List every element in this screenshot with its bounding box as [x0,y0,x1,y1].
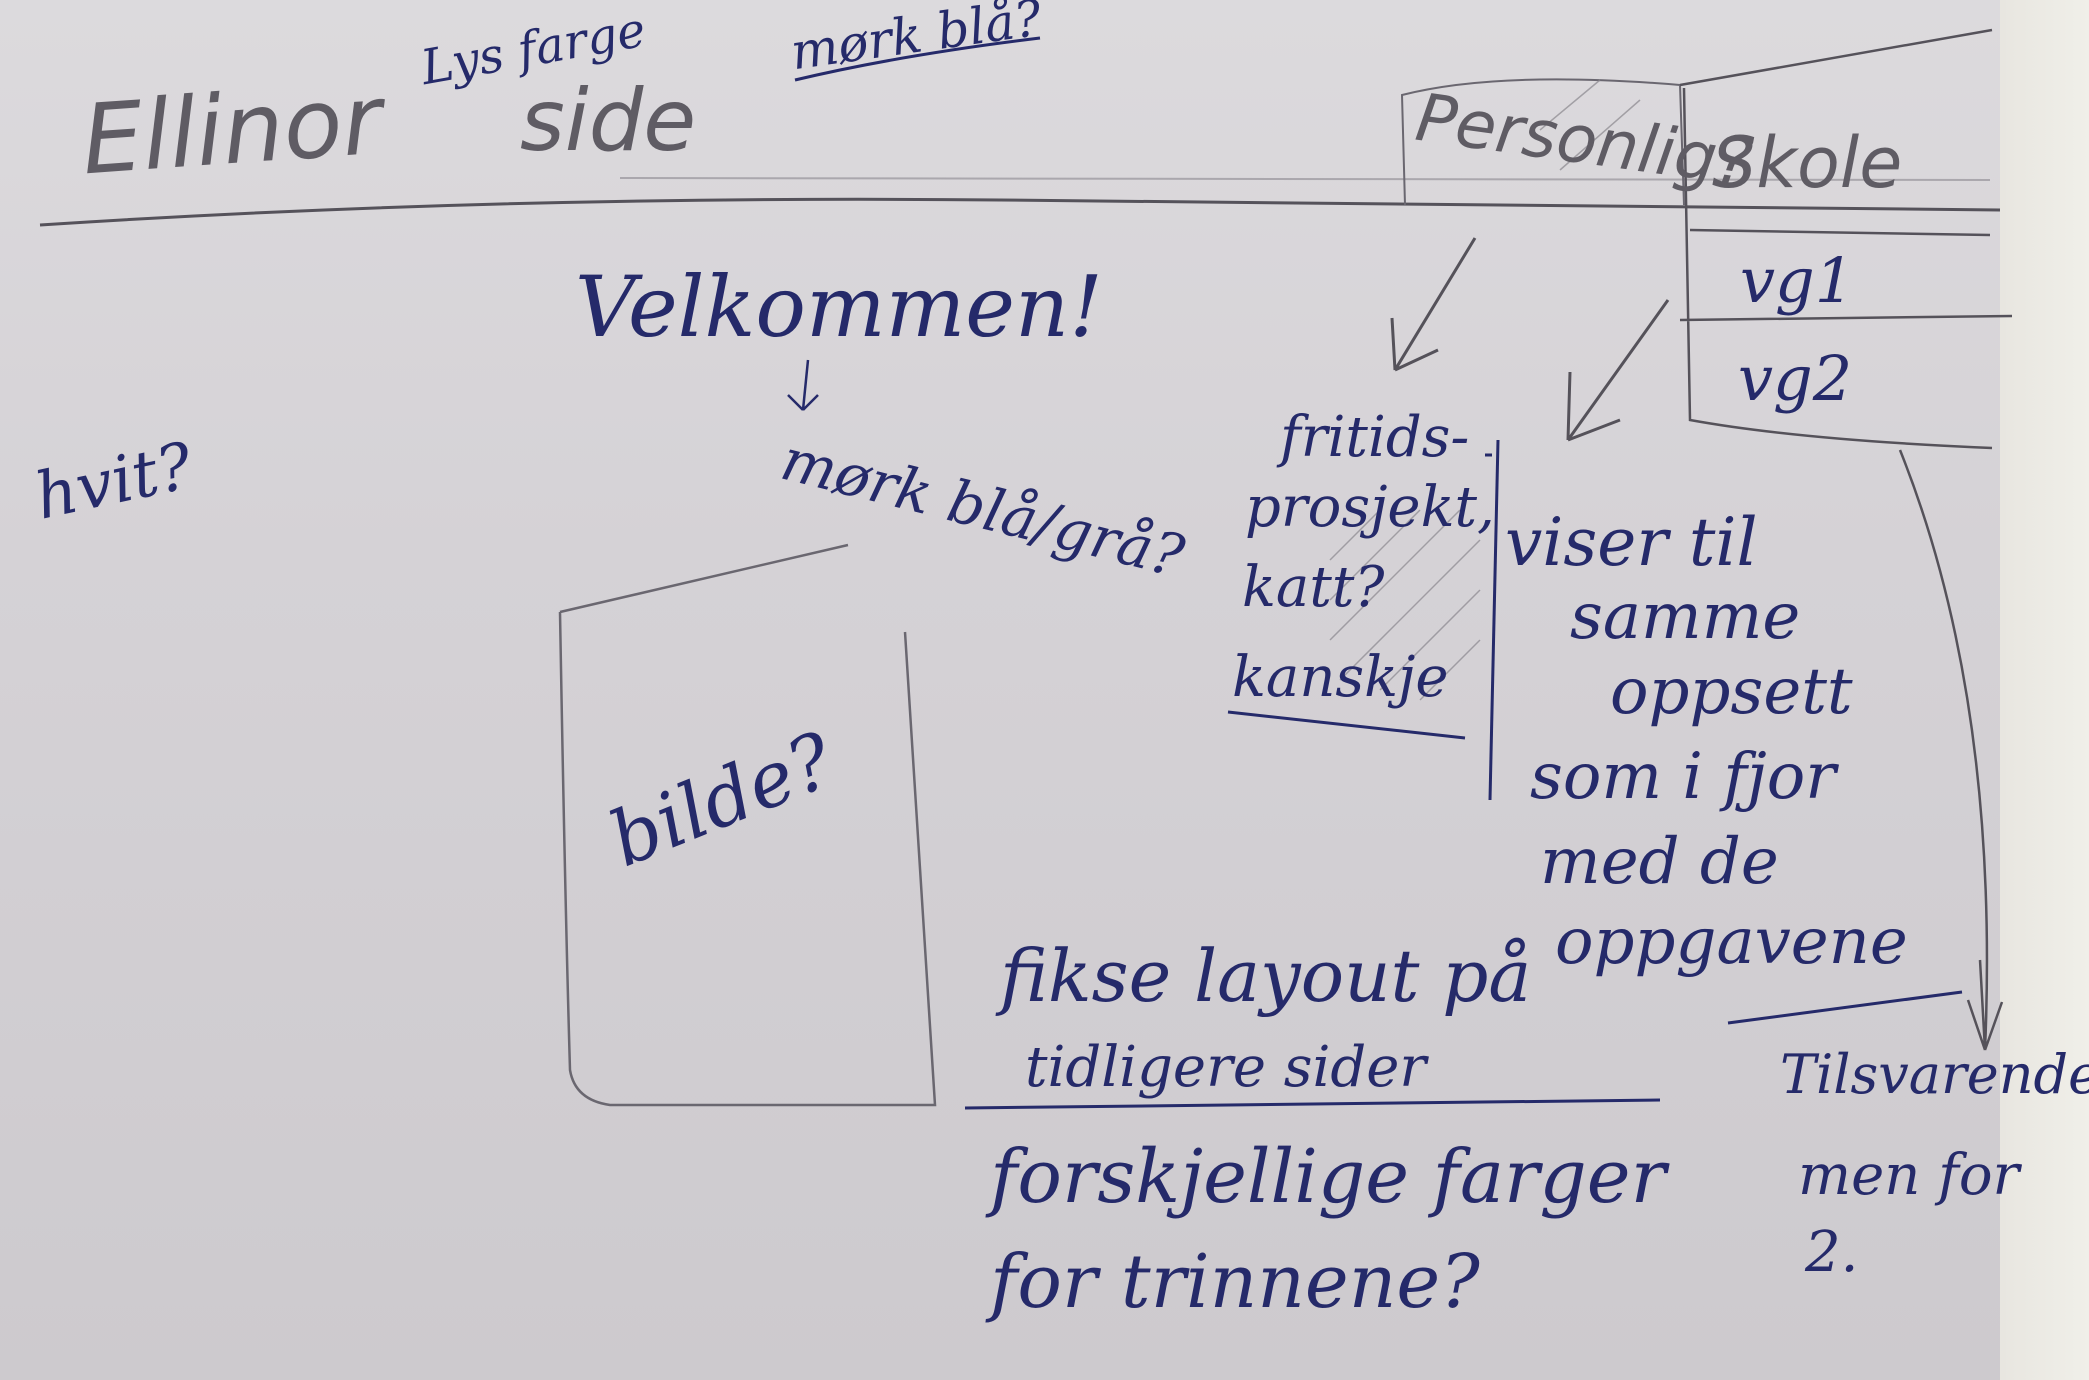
tab-skole-box [1679,28,2013,450]
tilsvarende-note-1: Tilsvarende [1780,1043,2089,1106]
menu-item-vg1[interactable]: vg1 [1740,244,1855,317]
sketch-paper [0,0,2000,1380]
site-name: Ellinor [78,63,386,197]
arrow-tilsvarende [1898,449,2004,1051]
side-label: side [520,71,697,171]
bottom-divider [964,1098,1661,1110]
menu-item-vg2[interactable]: vg2 [1738,342,1853,415]
tilsvarende-note-2: men for [1798,1143,2020,1208]
skole-note-1: viser til [1505,504,1758,581]
skole-note-4: som i fjor [1530,740,1836,814]
fikse-layout-line1: fikse layout på [1000,934,1532,1018]
personlig-note-4: kanskje [1232,645,1449,710]
table-surface [2000,0,2089,1380]
personlig-note-2: prosjekt, [1245,475,1495,540]
fikse-layout-line2: tidligere sider [1025,1035,1427,1100]
arrow-velkommen [787,359,819,411]
header-divider [39,197,2001,227]
arrow-personlig [1390,237,1477,372]
skole-note-6: oppgavene [1555,905,1908,979]
underline-mork-bla [794,36,1041,82]
welcome-title: Velkommen! [575,258,1103,356]
skole-note-2: samme [1570,580,1801,654]
tab-personlig-box [1400,78,1685,206]
skole-note-3: oppsett [1610,655,1853,729]
tilsvarende-note-3: 2. [1805,1220,1859,1285]
image-placeholder-frame [558,543,937,1107]
column-divider [1488,439,1500,801]
underline-kanskje [1227,710,1466,740]
farger-line1: forskjellige farger [990,1134,1666,1220]
skole-note-5: med de [1540,825,1779,899]
underline-oppgavene [1727,990,1963,1025]
personlig-note-1: fritids- [1280,405,1470,470]
personlig-note-3: katt? [1242,555,1385,620]
arrow-skole [1566,299,1670,442]
farger-line2: for trinnene? [990,1239,1480,1325]
tab-skole[interactable]: Skole [1712,122,1903,204]
